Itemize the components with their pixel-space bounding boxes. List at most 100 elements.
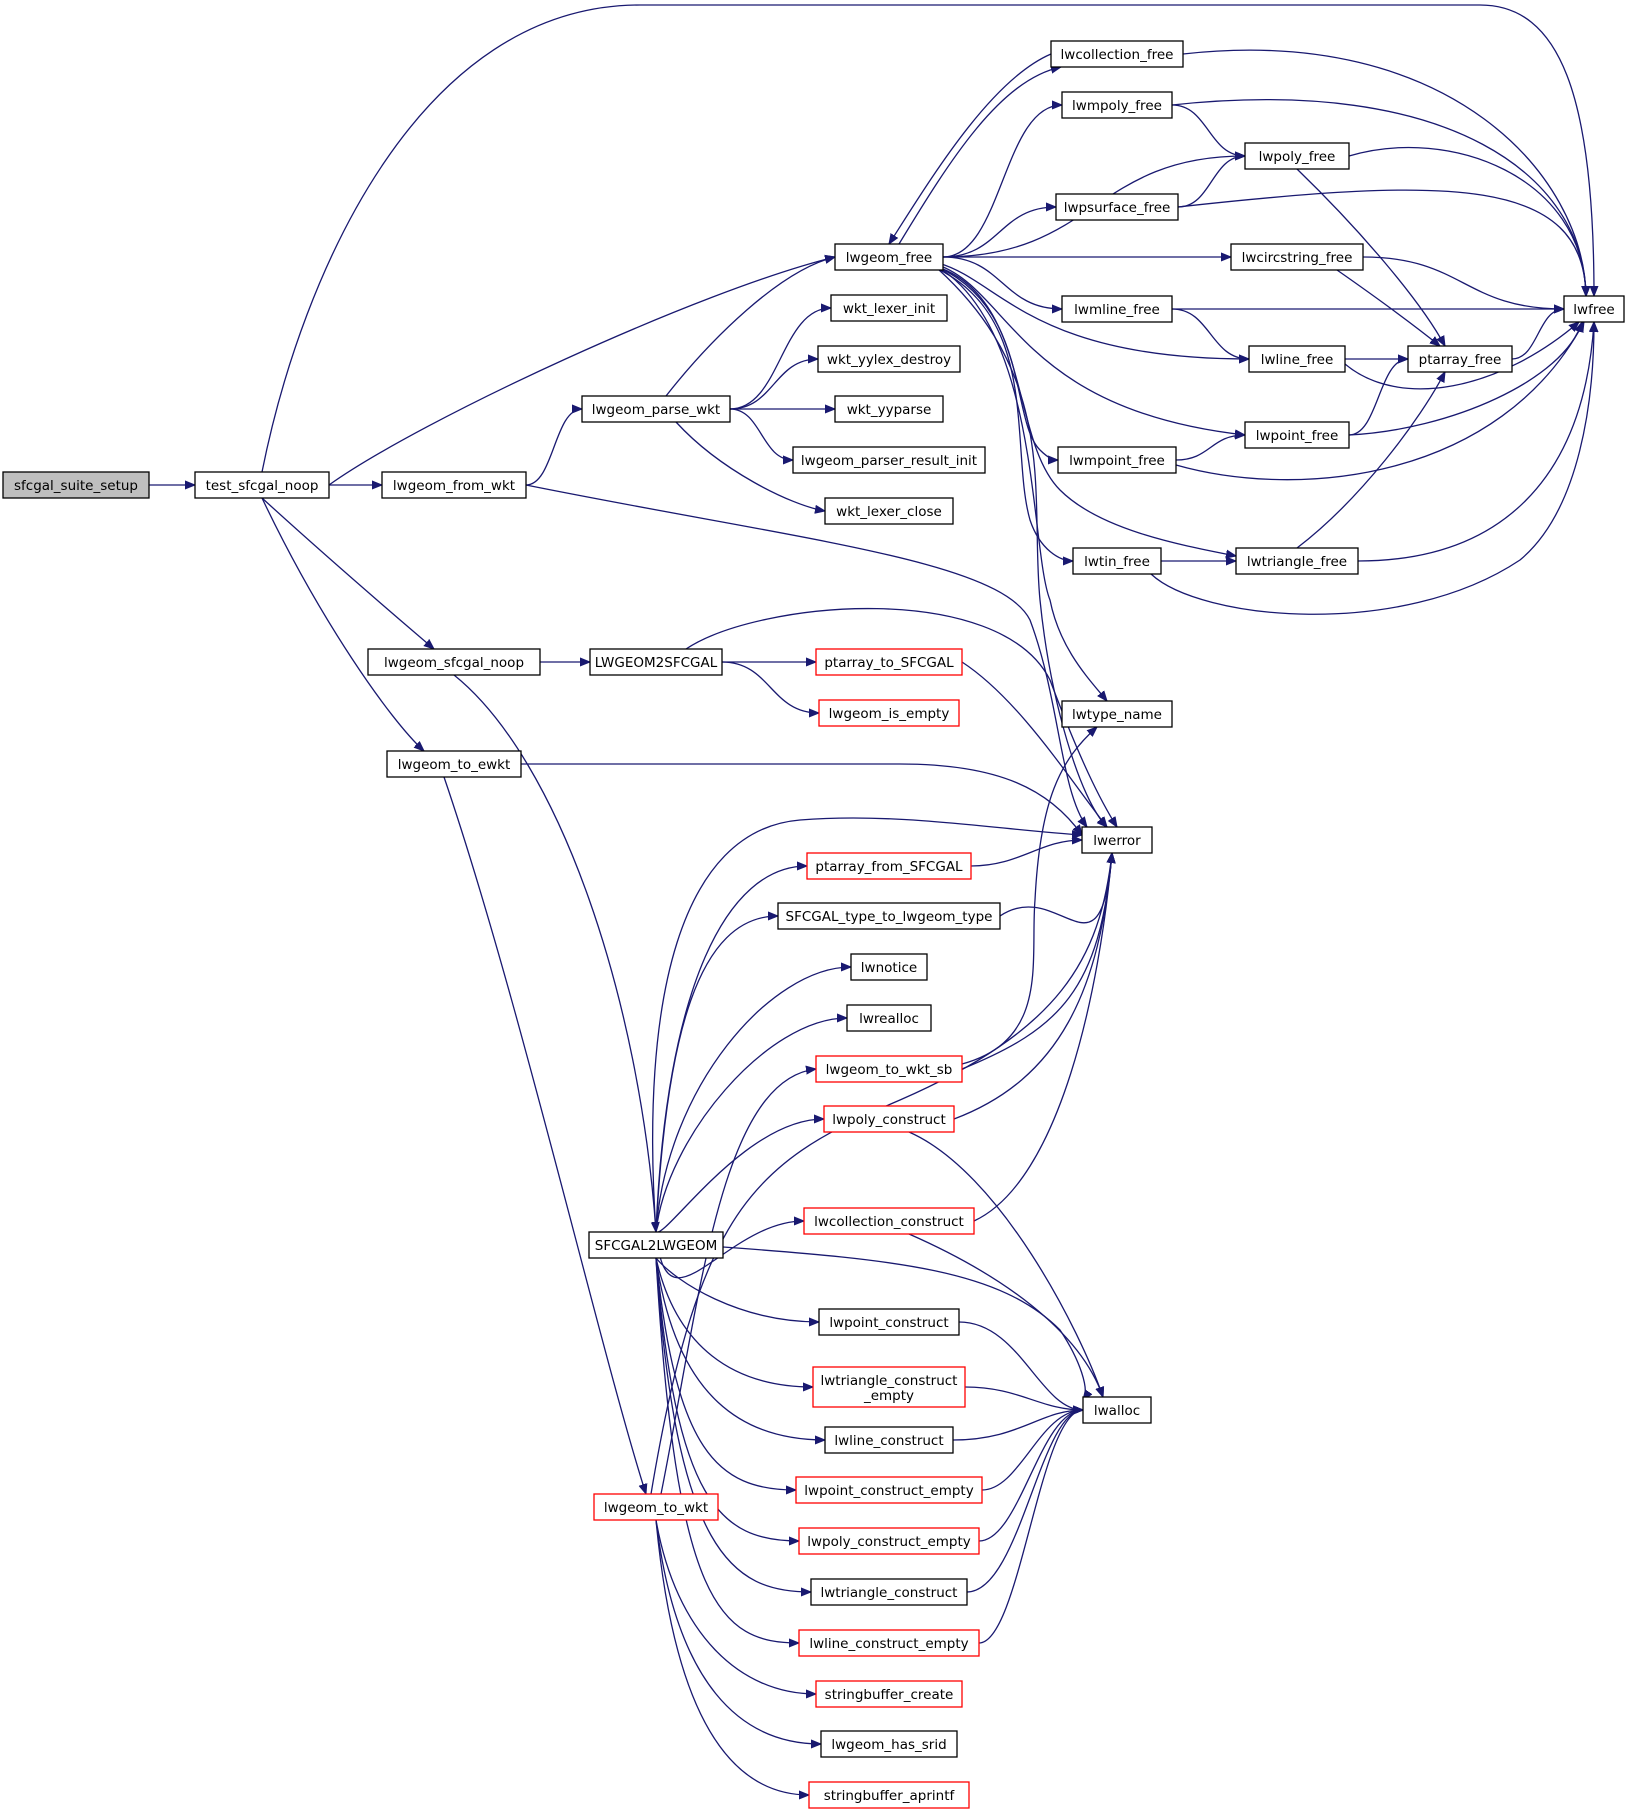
node-box[interactable] bbox=[589, 648, 723, 676]
node-box[interactable] bbox=[1563, 295, 1625, 323]
node-box[interactable] bbox=[1061, 700, 1173, 728]
node-lwcircstring_free[interactable]: lwcircstring_free bbox=[1230, 243, 1364, 271]
node-SFCGAL2LWGEOM[interactable]: SFCGAL2LWGEOM bbox=[588, 1231, 724, 1259]
node-lwcollection_construct[interactable]: lwcollection_construct bbox=[803, 1207, 975, 1235]
node-lwgeom_has_srid[interactable]: lwgeom_has_srid bbox=[820, 1730, 958, 1758]
node-box[interactable] bbox=[1057, 446, 1177, 474]
node-wkt_lexer_close[interactable]: wkt_lexer_close bbox=[824, 497, 954, 525]
node-box[interactable] bbox=[808, 1781, 970, 1809]
node-box[interactable] bbox=[830, 294, 948, 322]
node-box[interactable] bbox=[795, 1476, 983, 1504]
node-stringbuffer_aprintf[interactable]: stringbuffer_aprintf bbox=[808, 1781, 970, 1809]
node-box[interactable] bbox=[1061, 295, 1173, 323]
node-box[interactable] bbox=[1248, 345, 1346, 373]
node-lwtriangle_free[interactable]: lwtriangle_free bbox=[1235, 547, 1359, 575]
node-ptarray_from_SFCGAL[interactable]: ptarray_from_SFCGAL bbox=[806, 852, 972, 880]
node-lwpoly_construct[interactable]: lwpoly_construct bbox=[823, 1105, 955, 1133]
node-box[interactable] bbox=[1081, 826, 1153, 854]
node-box[interactable] bbox=[194, 471, 330, 499]
node-sfcgal_suite_setup[interactable]: sfcgal_suite_setup bbox=[2, 471, 150, 499]
node-box[interactable] bbox=[593, 1493, 719, 1521]
node-box[interactable] bbox=[381, 471, 527, 499]
node-lwpoint_construct_empty[interactable]: lwpoint_construct_empty bbox=[795, 1476, 983, 1504]
node-box[interactable] bbox=[1072, 547, 1162, 575]
node-box[interactable] bbox=[792, 446, 986, 474]
node-box[interactable] bbox=[823, 1105, 955, 1133]
node-box[interactable] bbox=[1050, 40, 1184, 68]
node-lwmline_free[interactable]: lwmline_free bbox=[1061, 295, 1173, 323]
node-box[interactable] bbox=[806, 852, 972, 880]
node-box[interactable] bbox=[815, 1055, 963, 1083]
node-box[interactable] bbox=[818, 1308, 960, 1336]
node-box[interactable] bbox=[1082, 1396, 1152, 1424]
node-box[interactable] bbox=[815, 1680, 963, 1708]
node-lwcollection_free[interactable]: lwcollection_free bbox=[1050, 40, 1184, 68]
node-lwline_construct[interactable]: lwline_construct bbox=[824, 1426, 954, 1454]
node-lwgeom_parser_result_init[interactable]: lwgeom_parser_result_init bbox=[792, 446, 986, 474]
node-lwpoint_construct[interactable]: lwpoint_construct bbox=[818, 1308, 960, 1336]
node-box[interactable] bbox=[386, 750, 522, 778]
node-box[interactable] bbox=[1244, 142, 1350, 170]
node-lwfree[interactable]: lwfree bbox=[1563, 295, 1625, 323]
node-lwmpoint_free[interactable]: lwmpoint_free bbox=[1057, 446, 1177, 474]
node-box[interactable] bbox=[834, 395, 944, 423]
node-box[interactable] bbox=[803, 1207, 975, 1235]
node-lwgeom_from_wkt[interactable]: lwgeom_from_wkt bbox=[381, 471, 527, 499]
node-lwline_construct_empty[interactable]: lwline_construct_empty bbox=[798, 1629, 980, 1657]
node-SFCGAL_type_to_lwgeom_type[interactable]: SFCGAL_type_to_lwgeom_type bbox=[777, 902, 1001, 930]
node-box[interactable] bbox=[1235, 547, 1359, 575]
node-box[interactable] bbox=[850, 953, 928, 981]
node-lwgeom_to_wkt[interactable]: lwgeom_to_wkt bbox=[593, 1493, 719, 1521]
node-wkt_yylex_destroy[interactable]: wkt_yylex_destroy bbox=[817, 345, 961, 373]
node-box[interactable] bbox=[846, 1004, 932, 1032]
node-lwtriangle_construct[interactable]: lwtriangle_construct bbox=[810, 1578, 968, 1606]
node-box[interactable] bbox=[1061, 91, 1173, 119]
node-box[interactable] bbox=[2, 471, 150, 499]
node-box[interactable] bbox=[1407, 345, 1513, 373]
node-lwnotice[interactable]: lwnotice bbox=[850, 953, 928, 981]
node-lwgeom_to_ewkt[interactable]: lwgeom_to_ewkt bbox=[386, 750, 522, 778]
node-box[interactable] bbox=[777, 902, 1001, 930]
node-lwtin_free[interactable]: lwtin_free bbox=[1072, 547, 1162, 575]
node-wkt_lexer_init[interactable]: wkt_lexer_init bbox=[830, 294, 948, 322]
node-LWGEOM2SFCGAL[interactable]: LWGEOM2SFCGAL bbox=[589, 648, 723, 676]
node-box[interactable] bbox=[817, 345, 961, 373]
node-ptarray_free[interactable]: ptarray_free bbox=[1407, 345, 1513, 373]
node-box[interactable] bbox=[812, 1366, 966, 1408]
node-lwmpoly_free[interactable]: lwmpoly_free bbox=[1061, 91, 1173, 119]
node-lwpoint_free[interactable]: lwpoint_free bbox=[1244, 421, 1350, 449]
node-lwpoly_construct_empty[interactable]: lwpoly_construct_empty bbox=[798, 1527, 980, 1555]
node-box[interactable] bbox=[588, 1231, 724, 1259]
node-lwgeom_parse_wkt[interactable]: lwgeom_parse_wkt bbox=[581, 395, 731, 423]
node-box[interactable] bbox=[798, 1527, 980, 1555]
node-box[interactable] bbox=[834, 243, 944, 271]
node-box[interactable] bbox=[820, 1730, 958, 1758]
node-test_sfcgal_noop[interactable]: test_sfcgal_noop bbox=[194, 471, 330, 499]
node-box[interactable] bbox=[1230, 243, 1364, 271]
node-lwgeom_is_empty[interactable]: lwgeom_is_empty bbox=[818, 699, 960, 727]
node-box[interactable] bbox=[581, 395, 731, 423]
node-lwerror[interactable]: lwerror bbox=[1081, 826, 1153, 854]
node-box[interactable] bbox=[824, 1426, 954, 1454]
node-ptarray_to_SFCGAL[interactable]: ptarray_to_SFCGAL bbox=[815, 648, 963, 676]
node-lwgeom_to_wkt_sb[interactable]: lwgeom_to_wkt_sb bbox=[815, 1055, 963, 1083]
node-lwtriangle_construct_empty[interactable]: lwtriangle_construct_empty bbox=[812, 1366, 966, 1408]
node-stringbuffer_create[interactable]: stringbuffer_create bbox=[815, 1680, 963, 1708]
node-box[interactable] bbox=[810, 1578, 968, 1606]
node-box[interactable] bbox=[1055, 193, 1179, 221]
node-wkt_yyparse[interactable]: wkt_yyparse bbox=[834, 395, 944, 423]
node-lwtype_name[interactable]: lwtype_name bbox=[1061, 700, 1173, 728]
node-lwline_free[interactable]: lwline_free bbox=[1248, 345, 1346, 373]
node-box[interactable] bbox=[367, 648, 541, 676]
node-box[interactable] bbox=[815, 648, 963, 676]
node-box[interactable] bbox=[1244, 421, 1350, 449]
node-lwgeom_sfcgal_noop[interactable]: lwgeom_sfcgal_noop bbox=[367, 648, 541, 676]
node-lwpsurface_free[interactable]: lwpsurface_free bbox=[1055, 193, 1179, 221]
node-box[interactable] bbox=[798, 1629, 980, 1657]
node-box[interactable] bbox=[824, 497, 954, 525]
node-box[interactable] bbox=[818, 699, 960, 727]
node-lwpoly_free[interactable]: lwpoly_free bbox=[1244, 142, 1350, 170]
node-lwalloc[interactable]: lwalloc bbox=[1082, 1396, 1152, 1424]
node-lwrealloc[interactable]: lwrealloc bbox=[846, 1004, 932, 1032]
node-lwgeom_free[interactable]: lwgeom_free bbox=[834, 243, 944, 271]
